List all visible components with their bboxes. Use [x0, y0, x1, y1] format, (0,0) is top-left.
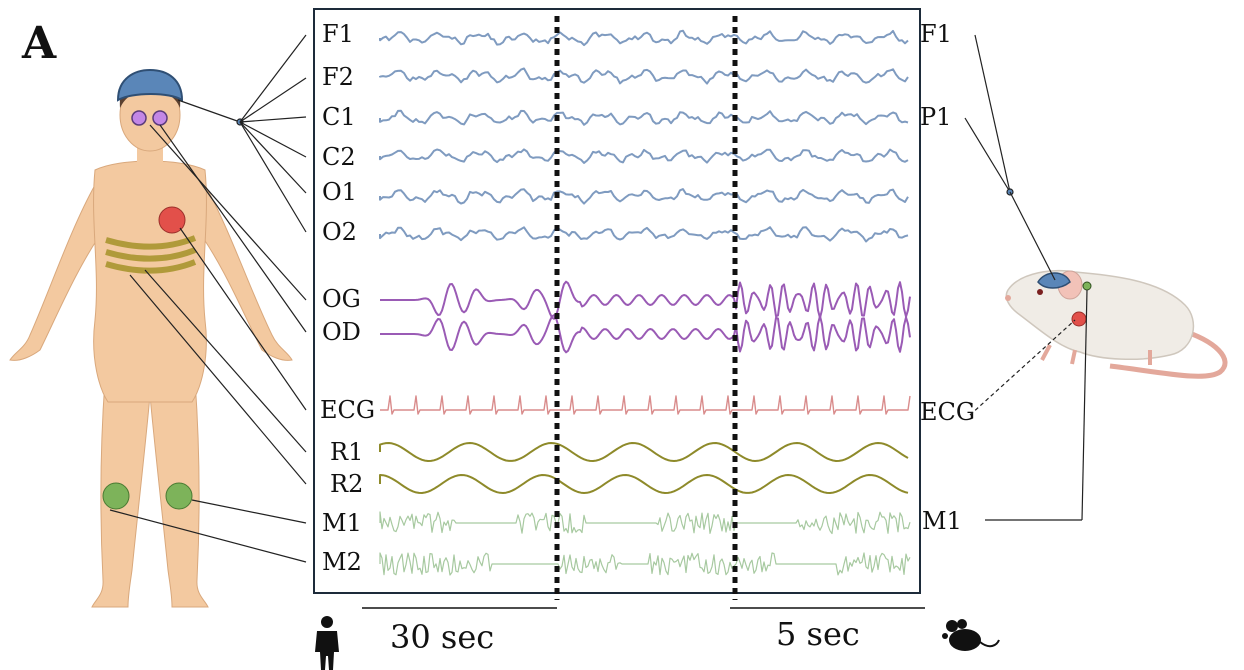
ecg-electrode — [158, 206, 186, 234]
human-figure — [9, 68, 293, 608]
trace-o1 — [379, 188, 909, 205]
mouse-emg-electrode — [1082, 281, 1092, 291]
signal-traces — [379, 29, 911, 576]
eye-electrode-left — [131, 110, 147, 126]
label-f2: F2 — [322, 63, 354, 91]
rodent-label-p1: P1 — [920, 103, 951, 131]
trace-r1 — [379, 442, 909, 462]
trace-ecg — [380, 395, 911, 415]
label-m2: M2 — [322, 548, 362, 576]
right-channel-labels: F1 P1 ECG M1 — [920, 20, 975, 535]
mouse-ecg-electrode — [1071, 311, 1087, 327]
scale-label-rodent: 5 sec — [776, 615, 860, 653]
label-r1: R1 — [330, 438, 363, 466]
trace-od — [380, 314, 911, 354]
mouse-connector-lines — [964, 34, 1088, 521]
scale-bars: 30 sec 5 sec — [362, 607, 925, 656]
label-c2: C2 — [322, 143, 356, 171]
rodent-label-m1: M1 — [922, 507, 962, 535]
scale-label-human: 30 sec — [390, 618, 494, 656]
label-f1: F1 — [322, 20, 354, 48]
trace-c1 — [379, 109, 909, 126]
mouse-silhouette-icon — [942, 619, 1000, 651]
trace-r2 — [379, 474, 909, 494]
panel-letter: A — [21, 18, 57, 69]
trace-f1 — [379, 29, 909, 47]
label-og: OG — [322, 285, 361, 313]
emg-electrode-left — [102, 482, 130, 510]
trace-m2 — [379, 552, 911, 576]
label-o2: O2 — [322, 218, 357, 246]
label-o1: O1 — [322, 178, 357, 206]
trace-c2 — [379, 148, 909, 164]
trace-o2 — [379, 226, 909, 243]
trace-og — [380, 280, 911, 320]
rodent-label-f1: F1 — [920, 20, 952, 48]
rodent-label-ecg: ECG — [920, 398, 975, 426]
label-c1: C1 — [322, 103, 356, 131]
mouse-figure — [1005, 269, 1228, 379]
left-channel-labels: F1 F2 C1 C2 O1 O2 OG OD ECG R1 R2 M1 M2 — [320, 20, 375, 576]
emg-electrode-right — [165, 482, 193, 510]
human-connector-lines — [109, 34, 307, 563]
label-r2: R2 — [330, 470, 363, 498]
label-ecg: ECG — [320, 396, 375, 424]
trace-f2 — [379, 67, 909, 85]
label-m1: M1 — [322, 509, 362, 537]
human-silhouette-icon — [315, 616, 339, 670]
label-od: OD — [322, 318, 361, 346]
eye-electrode-right — [152, 110, 168, 126]
trace-m1 — [379, 511, 911, 535]
signal-panel — [313, 8, 921, 594]
